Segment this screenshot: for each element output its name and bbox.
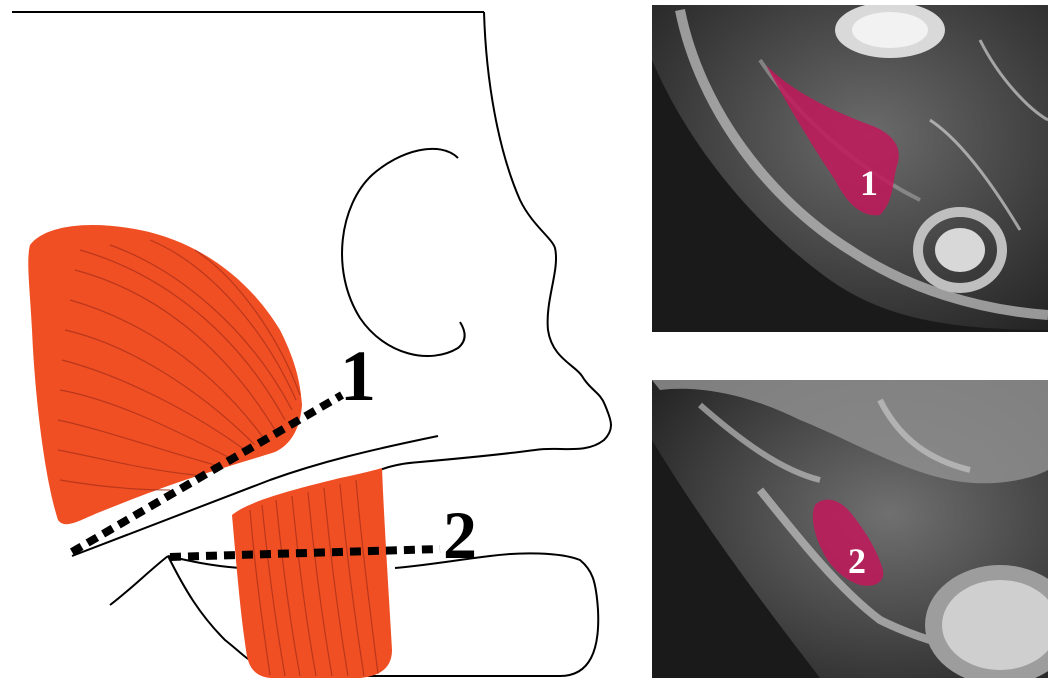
face-profile: [380, 12, 611, 470]
ct-scan-2: [652, 380, 1053, 680]
ct-scan-2-label: 2: [848, 541, 866, 581]
muscle-upper: [28, 225, 302, 524]
ct-scan-1: [652, 2, 1048, 332]
ct-scan-1-label: 1: [860, 163, 878, 203]
muscle-upper-shape: [28, 225, 302, 524]
cut-line-2: [170, 549, 440, 557]
cut-label-2: 2: [443, 497, 477, 573]
cut-label-1: 1: [340, 336, 376, 416]
muscle-lower: [232, 468, 392, 678]
ear-curve: [342, 149, 465, 356]
